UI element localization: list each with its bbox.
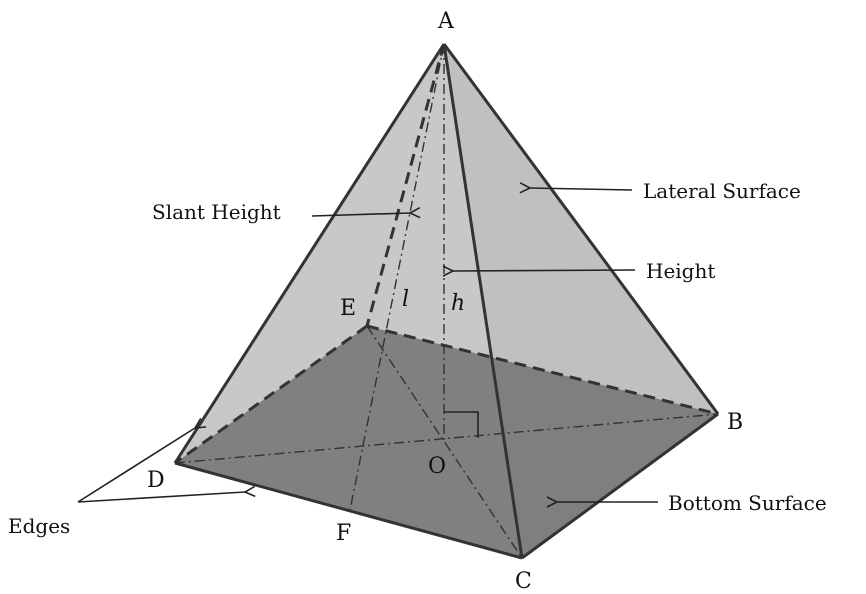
visible-edges: [173, 43, 720, 560]
vertex-label-o: O: [428, 454, 446, 479]
vertex-label-e: E: [340, 296, 356, 321]
lateral-surface-label: Lateral Surface: [643, 179, 801, 203]
edges-arrow-upper: [77, 428, 195, 503]
height-label: Height: [646, 259, 715, 283]
callout-arrows: [77, 188, 658, 503]
vertex-label-f: F: [336, 521, 351, 546]
slant-height-arrow: [311, 213, 410, 216]
vertex-label-b: B: [727, 410, 743, 435]
right-angle-marker: [444, 411, 479, 438]
edges-label: Edges: [8, 514, 70, 538]
hidden-edges: [174, 43, 719, 465]
bottom-surface-label: Bottom Surface: [668, 491, 827, 515]
height-symbol: h: [451, 291, 465, 316]
construction-lines: [174, 43, 719, 559]
vertex-label-a: A: [437, 9, 455, 34]
vertex-label-c: C: [515, 569, 532, 594]
edges-arrow-lower: [77, 492, 245, 503]
slant-height-label: Slant Height: [152, 200, 281, 224]
slant-height-symbol: l: [402, 287, 409, 312]
vertex-label-d: D: [147, 468, 165, 493]
lateral-surface-arrow: [530, 188, 633, 190]
height-arrow: [453, 270, 636, 271]
